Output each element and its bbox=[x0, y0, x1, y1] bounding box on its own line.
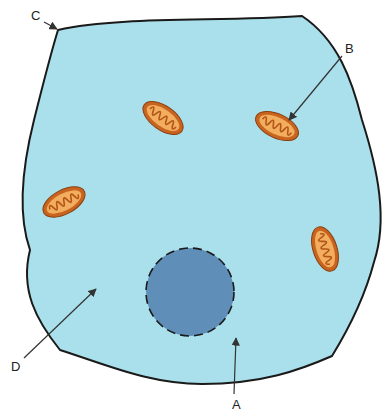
mitochondrion bbox=[251, 105, 303, 146]
callout-letter: A bbox=[232, 398, 241, 411]
callout-letter: B bbox=[345, 42, 354, 55]
leader-line bbox=[24, 289, 96, 358]
leader-line bbox=[289, 56, 342, 120]
callout-letter: C bbox=[31, 9, 40, 22]
cell-membrane bbox=[22, 16, 380, 384]
nucleus bbox=[146, 248, 234, 336]
leader-line bbox=[44, 22, 57, 29]
mitochondrion bbox=[137, 95, 188, 141]
mitochondrion bbox=[38, 181, 90, 224]
leader-line bbox=[234, 338, 236, 394]
callout-letter: D bbox=[11, 360, 20, 373]
mitochondrion bbox=[306, 223, 343, 274]
